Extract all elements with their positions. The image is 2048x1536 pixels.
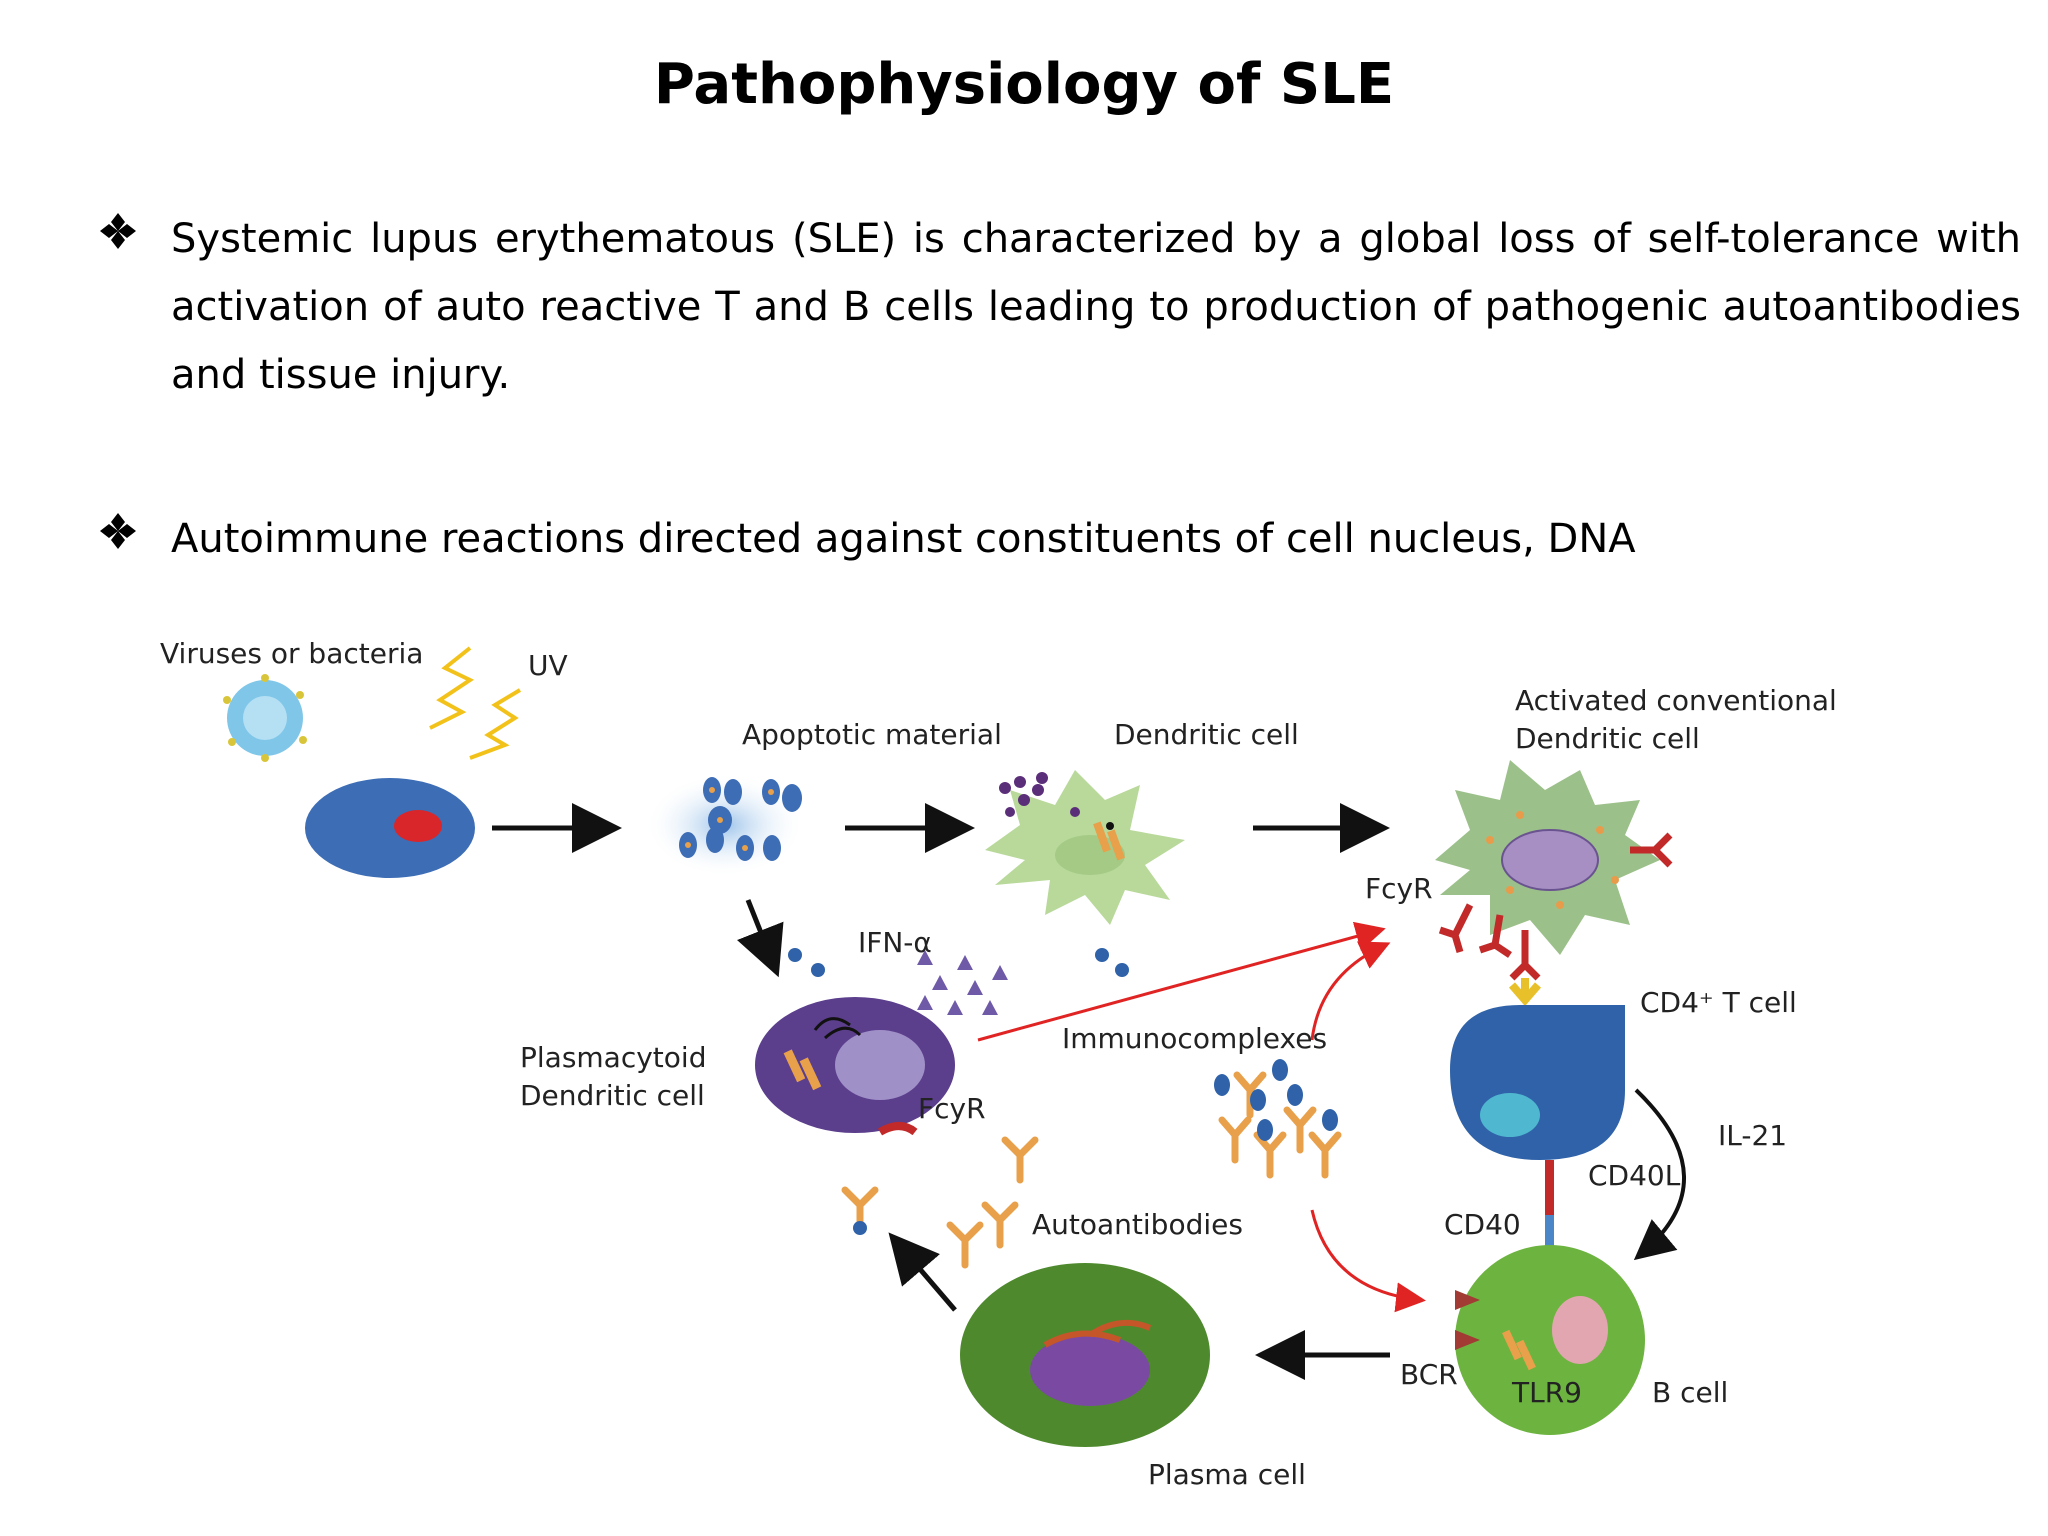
four-diamond-bullet-icon (100, 513, 136, 549)
activated-dendritic-cell (1435, 760, 1673, 981)
autoantibodies-group (841, 1136, 1039, 1269)
virus-icon (223, 674, 307, 762)
label-apoptotic-material: Apoptotic material (742, 718, 1002, 751)
label-plasmacytoid-1: Plasmacytoid (520, 1041, 706, 1074)
label-ifn-alpha: IFN-α (858, 926, 932, 959)
tcr-mhc-connector (1508, 978, 1542, 1007)
label-b-cell: B cell (1652, 1376, 1728, 1409)
arrow-plasma-to-autoantibodies (888, 1232, 957, 1312)
cd40-marker (1545, 1215, 1554, 1255)
label-il21: IL-21 (1718, 1119, 1787, 1152)
label-autoantibodies: Autoantibodies (1032, 1208, 1243, 1241)
label-cd40: CD40 (1444, 1208, 1521, 1241)
arrow-plasmacytoid-to-activated (977, 921, 1386, 1042)
arrow-immunocomplexes-to-activated (1310, 941, 1391, 1041)
label-activated-1: Activated conventional (1515, 684, 1837, 717)
label-activated-2: Dendritic cell (1515, 722, 1700, 755)
dendritic-cell (985, 770, 1185, 925)
uv-rays-icon (429, 646, 522, 760)
label-tlr9: TLR9 (1511, 1376, 1582, 1409)
four-diamond-bullet-icon (100, 213, 136, 249)
arrow-immunocomplexes-to-bcell (1310, 1209, 1426, 1313)
apoptotic-material (645, 773, 805, 877)
label-plasma-cell: Plasma cell (1148, 1458, 1306, 1491)
label-cd4-t-cell: CD4⁺ T cell (1640, 986, 1797, 1019)
label-bcr: BCR (1400, 1358, 1458, 1391)
plasmacytoid-dendritic-cell (755, 997, 955, 1136)
label-plasmacytoid-2: Dendritic cell (520, 1079, 705, 1112)
cd4-t-cell (1450, 1005, 1625, 1160)
nuclear-debris (788, 948, 1129, 977)
label-fcyr-top: FcyR (1365, 872, 1433, 905)
label-fcyr-mid: FcyR (918, 1092, 986, 1125)
label-uv: UV (528, 649, 568, 682)
immunocomplexes-group (1214, 1059, 1342, 1179)
arrow-il21 (1633, 1088, 1686, 1261)
plasma-cell (960, 1263, 1210, 1447)
bullet-text-1: Systemic lupus erythematous (SLE) is cha… (171, 216, 2021, 398)
label-dendritic-cell: Dendritic cell (1114, 718, 1299, 751)
label-cd40l: CD40L (1588, 1159, 1681, 1192)
label-viruses: Viruses or bacteria (160, 637, 423, 670)
label-immunocomplexes: Immunocomplexes (1062, 1022, 1327, 1055)
slide-title: Pathophysiology of SLE (653, 52, 1395, 117)
cd40l-marker (1545, 1160, 1554, 1215)
normal-cell (305, 778, 475, 878)
b-cell (1455, 1245, 1645, 1435)
ifn-alpha-particles (917, 950, 1008, 1015)
arrow-apoptotic-to-plasmacytoid (737, 899, 784, 978)
bullet-text-2: Autoimmune reactions directed against co… (171, 516, 1636, 562)
